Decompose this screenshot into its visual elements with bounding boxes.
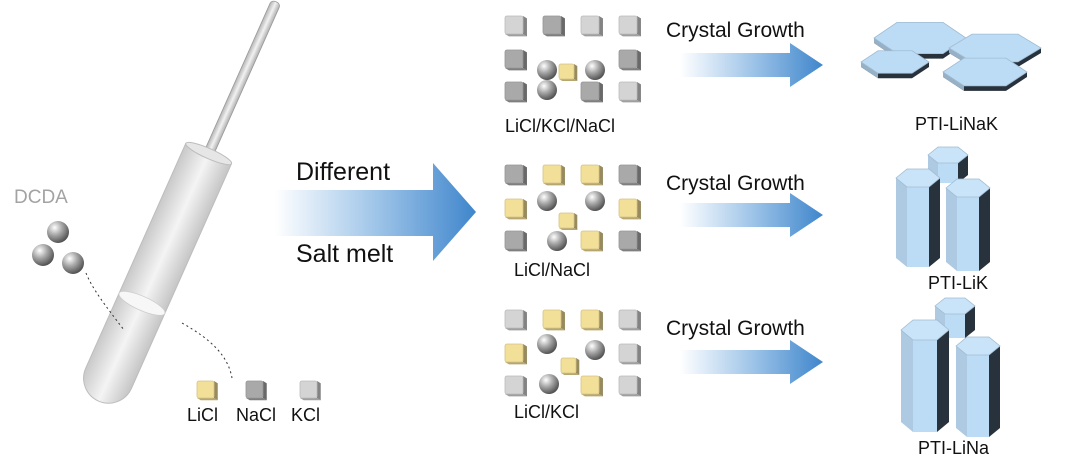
- salt-cube-icon: [618, 343, 641, 365]
- salt-grid-licl-kcl-nacl: [504, 15, 641, 103]
- salt-cube-icon: [504, 309, 527, 331]
- salt-cube-icon: [542, 309, 565, 331]
- salt-cube-icon: [580, 164, 603, 186]
- dcda-ball-icon: [585, 191, 605, 211]
- salt-grid-licl-nacl: [504, 164, 641, 252]
- product-label-row-1: PTI-LiNaK: [915, 114, 998, 134]
- arrow-label-different: Different: [296, 158, 390, 186]
- dcda-ball-icon: [539, 374, 559, 394]
- mixture-label-row-2: LiCl/NaCl: [514, 260, 590, 280]
- salt-cube-icon: [504, 230, 527, 252]
- product-label-row-3: PTI-LiNa: [918, 438, 990, 458]
- dcda-ball-icon: [537, 334, 557, 354]
- nacl-square-icon: [245, 380, 267, 401]
- product-crystal-prisms-1: [895, 146, 991, 271]
- salt-melt-arrow: Different Salt melt: [275, 158, 476, 268]
- melt-surface: [118, 290, 166, 316]
- kcl-cube: [299, 380, 321, 401]
- salt-cube-icon: [504, 164, 527, 186]
- dcda-ball-icon: [47, 221, 69, 243]
- salt-legend: LiCl NaCl KCl: [187, 380, 321, 425]
- hexagonal-prism-icon: [955, 336, 1001, 437]
- process-label-row-2: Crystal Growth: [666, 172, 805, 195]
- salt-cube-icon: [618, 164, 641, 186]
- nacl-cube: [245, 380, 267, 401]
- product-label-row-2: PTI-LiK: [928, 273, 988, 293]
- hexagonal-prism-icon: [945, 178, 991, 271]
- hexagonal-prism-icon: [934, 297, 976, 338]
- tube-body: [83, 142, 233, 404]
- salt-cube-icon: [618, 230, 641, 252]
- salt-cube-icon: [542, 164, 565, 186]
- salt-cube-icon: [580, 309, 603, 331]
- process-label-row-3: Crystal Growth: [666, 317, 805, 340]
- salt-cube-icon: [504, 49, 527, 71]
- hexagonal-plate-icon: [860, 50, 930, 79]
- legend-kcl-label: KCl: [291, 405, 320, 425]
- growth-arrow-row-1: [680, 43, 823, 87]
- salt-cube-icon: [618, 375, 641, 397]
- dcda-molecules: [32, 221, 84, 274]
- salt-cube-icon: [560, 357, 580, 375]
- product-crystal-prisms-2: [900, 297, 1001, 437]
- mixture-label-row-3: LiCl/KCl: [514, 402, 579, 422]
- salt-cube-icon: [618, 49, 641, 71]
- connector-dcda-to-tube: [85, 272, 125, 331]
- salt-cube-icon: [504, 343, 527, 365]
- salt-cube-icon: [618, 81, 641, 103]
- crystal-growth-step-1: Crystal Growth: [666, 19, 823, 87]
- tube-opening: [185, 141, 233, 166]
- hexagonal-prism-icon: [927, 146, 969, 183]
- mixture-label-row-1: LiCl/KCl/NaCl: [505, 116, 615, 136]
- reaction-tube: [83, 0, 280, 404]
- legend-nacl-label: NaCl: [236, 405, 276, 425]
- crystal-growth-step-3: Crystal Growth: [666, 317, 823, 384]
- dcda-ball-icon: [585, 340, 605, 360]
- arrow-label-salt-melt: Salt melt: [296, 240, 393, 268]
- growth-arrow-row-2: [680, 193, 823, 237]
- licl-cube: [196, 380, 218, 401]
- hexagonal-plate-icon: [942, 57, 1028, 91]
- dcda-ball-icon: [537, 80, 557, 100]
- dcda-ball-icon: [537, 191, 557, 211]
- dcda-ball-icon: [62, 252, 84, 274]
- salt-grid-licl-kcl: [504, 309, 641, 397]
- salt-cube-icon: [580, 375, 603, 397]
- hexagonal-prism-icon: [900, 319, 950, 432]
- salt-cube-icon: [558, 63, 578, 81]
- crystal-growth-step-2: Crystal Growth: [666, 172, 823, 237]
- salt-cube-icon: [504, 375, 527, 397]
- salt-cube-icon: [504, 198, 527, 220]
- legend-licl-label: LiCl: [187, 405, 218, 425]
- kcl-square-icon: [299, 380, 321, 401]
- salt-cube-icon: [558, 212, 578, 230]
- salt-cube-icon: [580, 81, 603, 103]
- dcda-ball-icon: [537, 60, 557, 80]
- salt-cube-icon: [618, 15, 641, 37]
- dcda-ball-icon: [547, 231, 567, 251]
- salt-cube-icon: [618, 198, 641, 220]
- dcda-ball-icon: [32, 244, 54, 266]
- product-crystal-plates: [860, 22, 1042, 91]
- dcda-ball-icon: [585, 60, 605, 80]
- licl-square-icon: [196, 380, 218, 401]
- salt-cube-icon: [504, 81, 527, 103]
- salt-cube-icon: [580, 230, 603, 252]
- salt-cube-icon: [504, 15, 527, 37]
- hexagonal-prism-icon: [895, 168, 941, 267]
- dcda-label: DCDA: [14, 187, 68, 208]
- salt-cube-icon: [580, 15, 603, 37]
- salt-cube-icon: [542, 15, 565, 37]
- salt-melt-arrow-shape: [275, 163, 476, 261]
- process-label-row-1: Crystal Growth: [666, 19, 805, 42]
- growth-arrow-row-3: [680, 340, 823, 384]
- connector-tube-to-salts: [181, 322, 233, 379]
- salt-cube-icon: [618, 309, 641, 331]
